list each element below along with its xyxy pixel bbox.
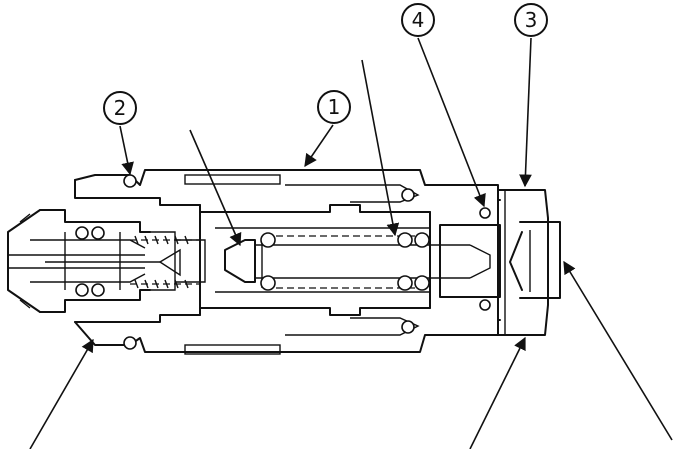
leader-lines [29,37,673,449]
callout-3: 3 [514,3,548,37]
left-seal-balls [75,226,105,297]
end-plug [509,221,561,299]
callout-2: 2 [103,91,137,125]
callout-1-label: 1 [328,95,341,119]
left-nozzle [7,209,206,313]
callout-2-label: 2 [114,96,127,120]
right-sleeve [429,207,501,311]
left-spring [130,235,200,289]
callout-4-label: 4 [412,8,425,32]
callout-4: 4 [401,3,435,37]
callout-1: 1 [317,90,351,124]
rod-balls [123,174,430,350]
callout-3-label: 3 [525,8,538,32]
end-nut [497,189,549,336]
